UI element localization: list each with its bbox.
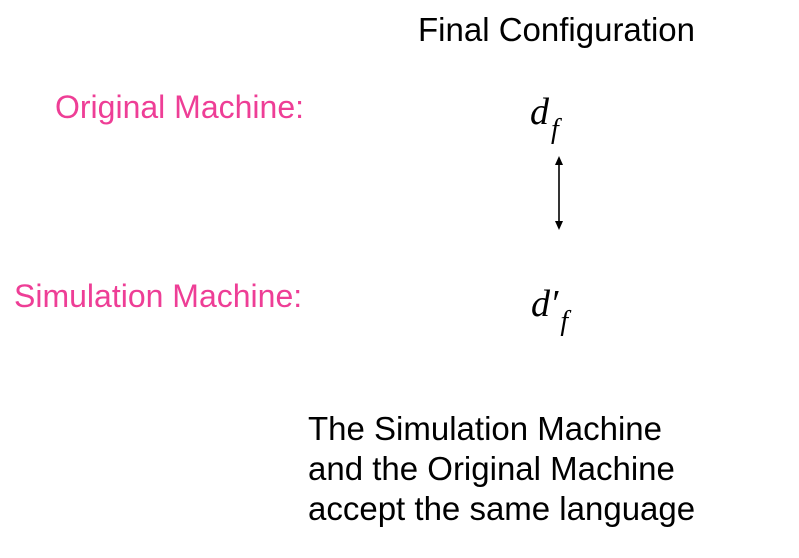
final-config-simulation-symbol: d′ xyxy=(531,283,559,325)
final-config-original: df xyxy=(530,90,559,152)
final-config-simulation-subscript: f xyxy=(560,306,569,337)
double-arrow-icon xyxy=(555,156,563,230)
final-config-simulation: d′f xyxy=(531,282,568,344)
final-config-original-subscript: f xyxy=(551,114,559,145)
conclusion-line: and the Original Machine xyxy=(308,450,675,487)
conclusion-line: The Simulation Machine xyxy=(308,410,663,447)
conclusion-line: accept the same language xyxy=(308,490,696,527)
original-machine-label: Original Machine: xyxy=(55,89,304,125)
simulation-machine-label: Simulation Machine: xyxy=(14,278,303,314)
final-config-original-symbol: d xyxy=(530,91,549,133)
heading: Final Configuration xyxy=(418,11,695,48)
conclusion-text: The Simulation Machine and the Original … xyxy=(308,409,695,529)
